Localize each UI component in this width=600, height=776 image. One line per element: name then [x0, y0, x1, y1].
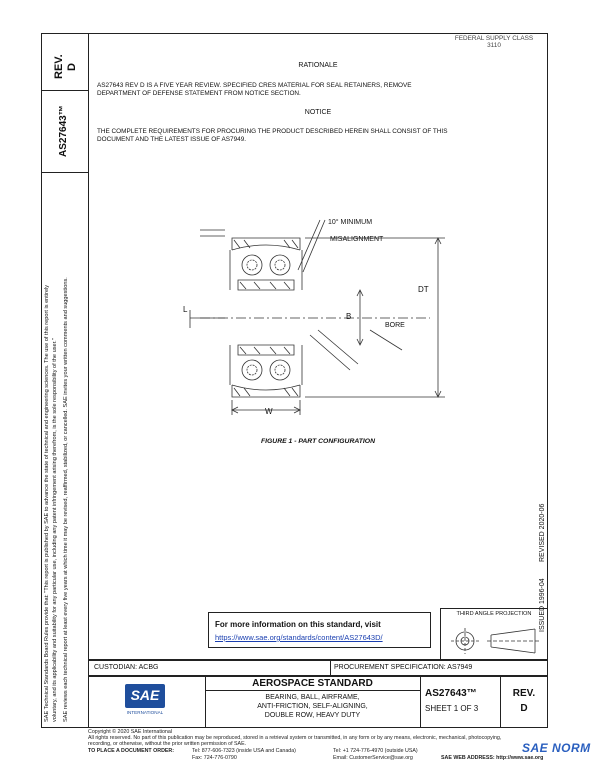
tilt-note-2: MISALIGNMENT: [330, 236, 384, 243]
rev-value: D: [66, 63, 78, 71]
procurement-spec: PROCUREMENT SPECIFICATION: AS7949: [334, 664, 473, 671]
rationale-text-2: DEPARTMENT OF DEFENSE STATEMENT FROM NOT…: [97, 90, 301, 97]
web-address[interactable]: SAE WEB ADDRESS: http://www.sae.org: [441, 755, 544, 761]
title-line-1: BEARING, BALL, AIRFRAME,: [265, 694, 360, 701]
od-label: DT: [418, 285, 429, 294]
info-box-text: For more information on this standard, v…: [215, 620, 381, 629]
standard-link[interactable]: https://www.sae.org/standards/content/AS…: [215, 633, 383, 642]
left-margin-strip: [41, 33, 88, 728]
standard-type: AEROSPACE STANDARD: [252, 678, 373, 689]
rights-line-2: recording, or otherwise, without the pri…: [88, 741, 247, 747]
rights-line-1: All rights reserved. No part of this pub…: [88, 735, 502, 741]
custodian: CUSTODIAN: ACBG: [94, 664, 159, 671]
disclaimer-line-2: voluntary, and its applicability and sui…: [52, 338, 58, 722]
bore-note: BORE: [385, 322, 405, 329]
part-number-side-box: AS27643™: [41, 91, 88, 173]
custodian-row: [88, 660, 548, 676]
notice-heading: NOTICE: [304, 109, 332, 116]
revised-date: REVISED 2020-06: [539, 503, 546, 562]
projection-label: THIRD ANGLE PROJECTION: [456, 611, 532, 617]
disclaimer-line-1: SAE Technical Standards Board Rules prov…: [44, 284, 50, 722]
tilt-note-1: 10° MINIMUM: [328, 219, 373, 226]
figure-caption: FIGURE 1 - PART CONFIGURATION: [260, 438, 376, 445]
part-number: AS27643™: [425, 688, 477, 699]
sheet-number: SHEET 1 OF 3: [425, 704, 479, 713]
rev-label: REV.: [53, 54, 65, 79]
fax: Fax: 724-776-0790: [192, 755, 237, 761]
copyright: Copyright © 2020 SAE International: [88, 729, 172, 735]
main-frame: [88, 33, 548, 660]
rev-value-block: D: [520, 703, 528, 714]
order-label: TO PLACE A DOCUMENT ORDER:: [88, 748, 175, 754]
title-line-3: DOUBLE ROW, HEAVY DUTY: [264, 712, 361, 719]
rev-label-block: REV.: [512, 688, 536, 699]
part-number-side: AS27643™: [58, 105, 69, 157]
projection-box: THIRD ANGLE PROJECTION: [440, 608, 548, 660]
watermark: SAE NORM: [522, 741, 591, 755]
part-configuration-drawing: [189, 219, 445, 415]
email: Email: CustomerService@sae.org: [333, 755, 413, 761]
sae-logo-text: SAE: [130, 687, 160, 703]
rationale-text-1: AS27643 REV D IS A FIVE YEAR REVIEW. SPE…: [97, 82, 412, 89]
bore-label: B: [346, 312, 352, 321]
title-block: [88, 676, 548, 728]
sae-logo-sub: INTERNATIONAL: [126, 710, 164, 715]
fsc-line-1: FEDERAL SUPPLY CLASS: [454, 35, 534, 42]
tel-usa: Tel: 877-606-7323 (inside USA and Canada…: [192, 748, 296, 754]
width-label: W: [265, 407, 273, 416]
title-line-2: ANTI-FRICTION, SELF-ALIGNING,: [257, 703, 368, 710]
info-box: For more information on this standard, v…: [208, 612, 431, 648]
fsc-line-2: 3110: [487, 42, 501, 49]
sae-logo: SAE: [125, 684, 165, 708]
disclaimer-line-3: SAE reviews each technical report at lea…: [63, 277, 69, 722]
notice-text-1: THE COMPLETE REQUIREMENTS FOR PROCURING …: [97, 128, 448, 135]
rationale-heading: RATIONALE: [298, 62, 338, 69]
width-left-label: L: [183, 305, 188, 314]
rev-box: REV. D: [41, 33, 88, 91]
third-angle-projection-icon: [451, 628, 539, 654]
notice-text-2: DOCUMENT AND THE LATEST ISSUE OF AS7949.: [97, 136, 247, 143]
tel-intl: Tel: +1 724-776-4970 (outside USA): [333, 748, 418, 754]
